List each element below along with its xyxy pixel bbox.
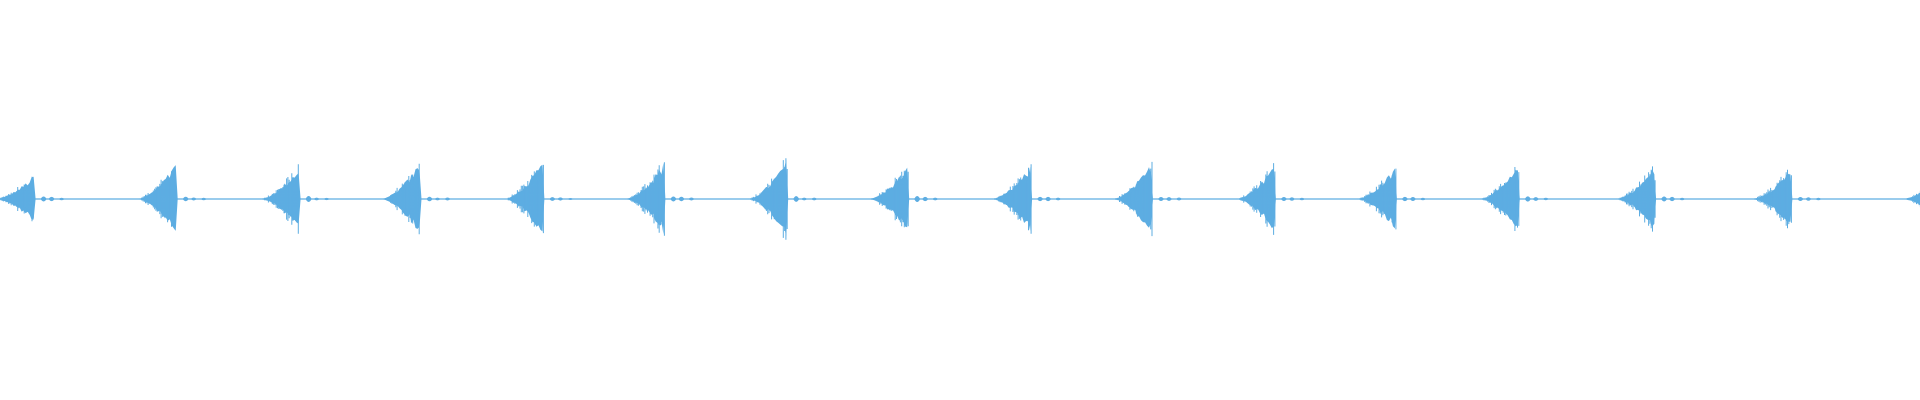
- waveform-burst-echo: [1797, 196, 1822, 202]
- waveform-burst-echo: [549, 197, 574, 201]
- waveform-burst-spikes: [1113, 161, 1153, 237]
- waveform-burst-spikes: [261, 164, 299, 234]
- waveform-burst-echo: [793, 196, 818, 202]
- waveform-burst-spikes: [626, 162, 665, 236]
- waveform-burst-echo: [182, 196, 207, 202]
- waveform-bursts: [0, 158, 1920, 240]
- waveform-burst-echo: [1280, 196, 1305, 202]
- waveform-burst-echo: [670, 196, 695, 202]
- waveform-burst-spikes: [1903, 190, 1920, 208]
- waveform-burst-spikes: [1236, 163, 1276, 235]
- waveform-burst-echo: [426, 196, 451, 202]
- waveform-burst-spikes: [505, 164, 544, 234]
- waveform-burst-echo: [1661, 196, 1686, 202]
- waveform-burst-echo: [914, 196, 939, 202]
- waveform-burst-spikes: [1616, 166, 1656, 232]
- waveform-burst-echo: [40, 196, 65, 202]
- waveform-burst-echo: [1524, 196, 1549, 202]
- waveform-burst-spikes: [992, 164, 1032, 234]
- waveform-burst-spikes: [1753, 169, 1792, 229]
- waveform-burst-echo: [1158, 197, 1182, 201]
- waveform-burst-spikes: [1357, 168, 1397, 230]
- waveform-burst-echo: [1401, 196, 1426, 202]
- waveform-burst-spikes: [0, 176, 34, 222]
- waveform-burst-spikes: [870, 170, 909, 228]
- waveform-burst-echo: [1037, 196, 1062, 202]
- waveform-burst-echo: [305, 196, 330, 202]
- waveform-burst-spikes: [138, 171, 176, 227]
- waveform-burst-spikes: [749, 158, 788, 240]
- waveform-burst-spikes: [382, 163, 420, 235]
- waveform-burst-spikes: [1480, 167, 1520, 231]
